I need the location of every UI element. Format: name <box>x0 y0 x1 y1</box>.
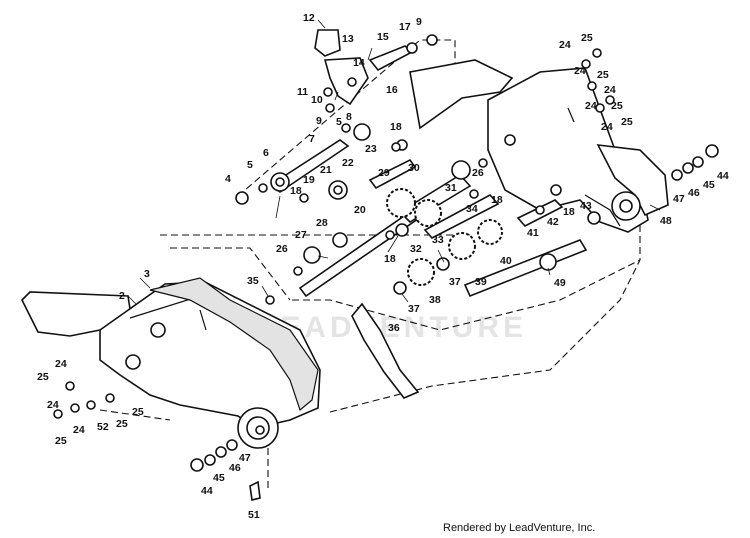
callout-46b: 46 <box>229 462 241 474</box>
callout-48: 48 <box>660 215 672 227</box>
shafts-gears-parts <box>235 34 601 298</box>
callout-42: 42 <box>547 216 559 228</box>
callout-18d: 18 <box>384 253 396 265</box>
callout-15: 15 <box>377 31 389 43</box>
callout-11: 11 <box>297 86 308 98</box>
callout-5: 5 <box>336 116 342 128</box>
callout-24c: 24 <box>604 84 616 96</box>
callout-52: 52 <box>97 421 109 433</box>
callout-30: 30 <box>408 162 420 174</box>
callout-39: 39 <box>475 276 487 288</box>
callout-31: 31 <box>445 182 457 194</box>
callout-35: 35 <box>247 275 259 287</box>
callout-51: 51 <box>248 509 260 521</box>
callout-27: 27 <box>295 229 307 241</box>
callout-18: 18 <box>390 121 402 133</box>
callout-25g: 25 <box>116 418 128 430</box>
callout-16: 16 <box>386 84 398 96</box>
callout-14: 14 <box>353 57 365 69</box>
callout-12: 12 <box>303 12 315 24</box>
callout-32: 32 <box>410 243 422 255</box>
callout-25h: 25 <box>132 406 144 418</box>
callout-4: 4 <box>225 173 231 185</box>
callout-25d: 25 <box>611 100 623 112</box>
callout-47a: 47 <box>673 193 685 205</box>
callout-29: 29 <box>378 167 390 179</box>
callout-17: 17 <box>399 21 411 33</box>
leadventure-credit: Rendered by LeadVenture, Inc. <box>443 522 596 534</box>
callout-47b: 47 <box>239 452 251 464</box>
callout-8: 8 <box>346 111 352 123</box>
sprockets <box>386 188 503 286</box>
callout-18e: 18 <box>563 206 575 218</box>
callout-22: 22 <box>342 157 354 169</box>
callout-46a: 46 <box>688 187 700 199</box>
callout-20: 20 <box>354 204 366 216</box>
callout-25b: 25 <box>597 69 609 81</box>
callout-38: 38 <box>429 294 441 306</box>
left-chain-case-housing <box>21 281 321 449</box>
callout-24d: 24 <box>601 121 613 133</box>
callout-23: 23 <box>365 143 377 155</box>
callout-21: 21 <box>320 164 332 176</box>
callout-26: 26 <box>472 167 484 179</box>
callout-6: 6 <box>263 147 269 159</box>
callout-43: 43 <box>580 200 592 212</box>
callout-13: 13 <box>342 33 354 45</box>
callout-36: 36 <box>388 322 400 334</box>
callout-18c: 18 <box>491 194 503 206</box>
callout-41: 41 <box>527 227 539 239</box>
callout-44b: 44 <box>201 485 213 497</box>
callout-33: 33 <box>432 234 444 246</box>
callout-24f: 24 <box>55 358 67 370</box>
callout-45b: 45 <box>213 472 225 484</box>
callout-37: 37 <box>449 276 461 288</box>
callout-5b: 5 <box>247 159 253 171</box>
callout-24b: 24 <box>574 65 586 77</box>
drive-chains <box>351 194 621 399</box>
shift-bracket <box>314 29 418 106</box>
callout-25e: 25 <box>37 371 49 383</box>
callout-2: 2 <box>119 290 125 302</box>
callout-19: 19 <box>303 174 315 186</box>
hardware-stack-left <box>53 295 275 501</box>
callout-40: 40 <box>500 255 512 267</box>
callout-37b: 37 <box>408 303 420 315</box>
callout-45a: 45 <box>703 179 715 191</box>
callout-9b: 9 <box>316 115 322 127</box>
gasket <box>149 277 319 412</box>
callout-34: 34 <box>466 203 478 215</box>
callout-7: 7 <box>309 133 315 145</box>
callout-9: 9 <box>416 16 422 28</box>
callout-24h: 24 <box>73 424 85 436</box>
callout-24a: 24 <box>559 39 571 51</box>
hardware-stack-right <box>581 48 719 181</box>
callout-3: 3 <box>144 268 150 280</box>
callout-25a: 25 <box>581 32 593 44</box>
callout-25f: 25 <box>55 435 67 447</box>
callout-10: 10 <box>311 94 323 106</box>
callout-49: 49 <box>554 277 566 289</box>
callout-labels: 12 13 15 17 9 14 11 10 16 9 5 8 7 18 23 … <box>37 12 729 521</box>
callout-24e: 24 <box>585 100 597 112</box>
callout-28: 28 <box>316 217 328 229</box>
callout-44a: 44 <box>717 170 729 182</box>
callout-25c: 25 <box>621 116 633 128</box>
callout-18b: 18 <box>290 185 302 197</box>
leader-lines <box>127 19 661 305</box>
callout-24g: 24 <box>47 399 59 411</box>
callout-26b: 26 <box>276 243 288 255</box>
